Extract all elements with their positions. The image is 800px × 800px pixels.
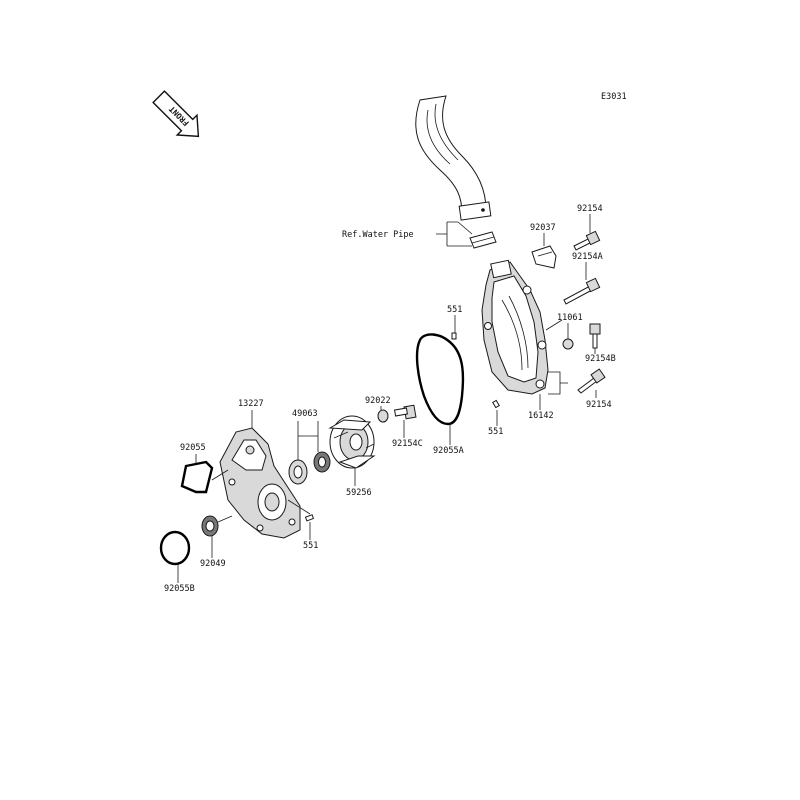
clip-92037	[531, 245, 557, 269]
seal-49063-b	[313, 451, 331, 473]
part-92055B: 92055B	[164, 584, 195, 594]
dowel-551-bottom	[304, 514, 315, 522]
part-59256: 59256	[346, 488, 372, 498]
part-92022: 92022	[365, 396, 391, 406]
part-92154C: 92154C	[392, 439, 423, 449]
oring-92055B	[159, 530, 191, 566]
washer-92022	[377, 409, 389, 423]
water-pipe-clamp	[469, 231, 497, 249]
diagram-code: E3031	[601, 92, 627, 102]
oring-92055	[180, 460, 214, 494]
part-92037: 92037	[530, 223, 556, 233]
ref-water-pipe-label: Ref.Water Pipe	[342, 230, 414, 240]
dowel-551-top	[451, 332, 457, 340]
part-92154-bottom: 92154	[586, 400, 612, 410]
part-92154-top: 92154	[577, 204, 603, 214]
washer-11061	[562, 338, 574, 350]
front-arrow-icon: FRONT	[152, 90, 200, 138]
bolt-92154-top	[573, 230, 601, 251]
part-92055: 92055	[180, 443, 206, 453]
water-pipe	[415, 95, 492, 221]
part-92154A: 92154A	[572, 252, 603, 262]
impeller-59256	[328, 415, 376, 469]
part-551-top: 551	[447, 305, 462, 315]
oil-seal-92049	[201, 515, 219, 537]
part-49063: 49063	[292, 409, 318, 419]
part-92154B: 92154B	[585, 354, 616, 364]
bolt-92154B	[589, 323, 601, 349]
gasket-92055A	[415, 333, 465, 426]
housing-13227	[219, 427, 301, 539]
seal-49063-a	[288, 459, 308, 485]
part-16142: 16142	[528, 411, 554, 421]
part-551-right: 551	[488, 427, 503, 437]
part-92049: 92049	[200, 559, 226, 569]
dowel-551-right	[492, 399, 500, 409]
bolt-92154-bottom	[577, 368, 606, 394]
part-11061: 11061	[557, 313, 583, 323]
bolt-92154C	[393, 404, 417, 420]
part-551-bottom: 551	[303, 541, 318, 551]
part-92055A: 92055A	[433, 446, 464, 456]
part-13227: 13227	[238, 399, 264, 409]
pump-cover	[481, 259, 549, 395]
bolt-92154A	[563, 277, 601, 305]
